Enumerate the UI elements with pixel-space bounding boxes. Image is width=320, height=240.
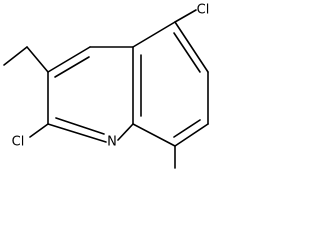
atom-label-cl-2: Cl	[12, 135, 25, 150]
bond-c2-cl	[29, 123, 49, 138]
quinoline-structure-drawing: Cl Cl N	[3, 3, 210, 169]
bond-c5-c6	[174, 21, 209, 73]
bond-c7-c8	[174, 123, 209, 147]
bond-c3-c4	[47, 46, 91, 73]
bond-c5-cl	[174, 9, 197, 23]
bond-c4a-c5	[132, 21, 176, 48]
bond-c8-c8a	[132, 123, 176, 147]
atom-label-cl-5: Cl	[197, 3, 210, 18]
bond-c6-c6-inner	[173, 32, 201, 73]
bond-ethyl-ch3	[3, 46, 28, 66]
bond-c8a-n	[117, 123, 134, 141]
bond-c3-c4-inner	[54, 56, 90, 78]
bond-n-c2-inner	[55, 117, 105, 135]
bond-n-c2	[47, 123, 107, 143]
structure-canvas: Cl Cl N	[0, 0, 216, 172]
atom-label-nitrogen: N	[107, 135, 117, 150]
bond-c3-ethyl-ch2	[26, 46, 49, 73]
bond-c7-c8-inner	[173, 119, 201, 138]
